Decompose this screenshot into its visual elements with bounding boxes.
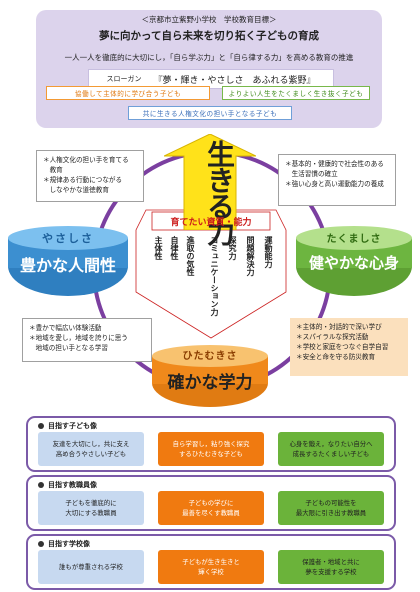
ideal-child-box: 目指す子ども像 友達を大切にし，共に支え 高め合うやさしい子ども 自ら学習し，粘… (26, 416, 396, 472)
humanity-item-1b: 教育 (43, 166, 63, 174)
diagram-graphics (8, 150, 412, 407)
ideal-teacher-best: 子どもの学びに 最善を尽くす教職員 (158, 491, 264, 525)
center-panel-shape (135, 209, 287, 339)
ideal-school-title: 目指す学校像 (38, 539, 90, 549)
ideal-school-box: 目指す学校像 誰もが尊重される学校 子どもが生き生きと 輝く学校 保護者・地域と… (26, 534, 396, 590)
quality-undo: 運動能力 (264, 236, 273, 268)
school-goal-title: 夢に向かって自ら未来を切り拓く子どもの育成 (99, 30, 319, 42)
ideal-child-title-text: 目指す子ども像 (48, 422, 97, 430)
tag-human-rights-child: 共に生きる人権文化の担い手となる子ども (128, 106, 292, 120)
center-title: 育てたい資質・能力 (170, 217, 252, 228)
ideal-child-resilient: 心身を鍛え，なりたい自分へ 成長するたくましい子ども (278, 432, 384, 466)
humanity-practice-box: ＊人権文化の担い手を育てる 教育 ＊規律ある行動につながる しなやかな道徳教育 (36, 150, 144, 202)
quality-tankyu: 探究力 (228, 236, 237, 260)
ideal-school-respect: 誰もが尊重される学校 (38, 550, 144, 584)
bullet-icon (38, 541, 44, 547)
bullet-icon (38, 482, 44, 488)
experience-practice-box: ＊豊かで幅広い体験活動 ＊地域を愛し，地域を誇りに思う 地域の担い手となる学習 (22, 318, 152, 362)
quality-mondai-kaiketsu: 問題解決力 (246, 236, 255, 276)
tashika-na-gakuryoku-label: 確かな学力 (167, 373, 253, 393)
quality-jiritsusei: 自律性 (170, 236, 179, 260)
slogan-box: スローガン 『夢・輝き・やさしさ あふれる紫野』 (88, 69, 334, 89)
health-item-1b: 生活習慣の確立 (285, 170, 338, 178)
learning-item-3: ＊学校と家庭をつなぐ自学自習 (296, 343, 389, 351)
ideal-child-title: 目指す子ども像 (38, 421, 97, 431)
humanity-item-1: ＊人権文化の担い手を育てる (43, 156, 129, 164)
yutaka-na-ningensei-label: 豊かな人間性 (19, 256, 116, 275)
school-goal-label: ＜京都市立紫野小学校 学校教育目標＞ (141, 15, 277, 24)
ideal-child-kind: 友達を大切にし，共に支え 高め合うやさしい子ども (38, 432, 144, 466)
ideal-teacher-title-text: 目指す教職員像 (48, 481, 97, 489)
takumashisa-label: たくましさ (326, 234, 382, 245)
health-item-1: ＊基本的・健康的で社会性のある (285, 160, 384, 168)
left-cylinder (8, 226, 128, 296)
tag-collaborative-child: 協働して主体的に学び合う子ども (46, 86, 210, 100)
bottom-cylinder (152, 345, 268, 407)
experience-item-1: ＊豊かで幅広い体験活動 (29, 324, 102, 332)
ideal-school-shine: 子どもが生き生きと 輝く学校 (158, 550, 264, 584)
quality-communication: コミュニケーション力 (210, 236, 219, 316)
ideal-child-dedicated: 自ら学習し，粘り強く探究 するひたむきな子ども (158, 432, 264, 466)
experience-item-2: ＊地域を愛し，地域を誇りに思う (29, 334, 128, 342)
humanity-item-2: ＊規律ある行動につながる (43, 176, 123, 184)
ideal-school-title-text: 目指す学校像 (48, 540, 90, 548)
hitamukisa-label: ひたむきさ (182, 351, 238, 362)
ideal-teacher-potential: 子どもの可能性を 最大限に引き出す教職員 (278, 491, 384, 525)
experience-item-2b: 地域の担い手となる学習 (29, 344, 108, 352)
yasashisa-label: やさしさ (42, 232, 94, 245)
health-practice-box: ＊基本的・健康的で社会性のある 生活習慣の確立 ＊強い心身と高い運動能力の養成 (278, 154, 396, 206)
ideal-teacher-cherish: 子どもを徹底的に 大切にする教職員 (38, 491, 144, 525)
bullet-icon (38, 423, 44, 429)
slogan-label: スローガン (106, 75, 142, 83)
education-policy: 一人一人を徹底的に大切にし，「自ら学ぶ力」と「自ら律する力」を高める教育の推進 (64, 53, 354, 62)
tag-resilient-child: よりよい人生をたくましく生き抜く子ども (222, 86, 370, 100)
quality-shinshu: 進取の気性 (186, 236, 195, 276)
sukoyaka-na-shinshin-label: 健やかな心身 (308, 254, 399, 272)
ikiru-arrow (164, 134, 256, 230)
ideal-teacher-title: 目指す教職員像 (38, 480, 97, 490)
slogan-text: 『夢・輝き・やさしさ あふれる紫野』 (153, 75, 316, 86)
right-cylinder (296, 226, 412, 296)
ideal-school-support: 保護者・地域と共に 夢を支援する学校 (278, 550, 384, 584)
learning-practice-box: ＊主体的・対話的で深い学び ＊スパイラルな探究活動 ＊学校と家庭をつなぐ自学自習… (290, 318, 408, 376)
health-item-2: ＊強い心身と高い運動能力の養成 (285, 180, 384, 188)
quality-shutaisei: 主体性 (154, 236, 163, 260)
learning-item-4: ＊安全と命を守る防災教育 (296, 353, 376, 361)
ideal-teacher-box: 目指す教職員像 子どもを徹底的に 大切にする教職員 子どもの学びに 最善を尽くす… (26, 475, 396, 531)
learning-item-2: ＊スパイラルな探究活動 (296, 333, 369, 341)
humanity-item-2b: しなやかな道徳教育 (43, 186, 109, 194)
learning-item-1: ＊主体的・対話的で深い学び (296, 323, 382, 331)
